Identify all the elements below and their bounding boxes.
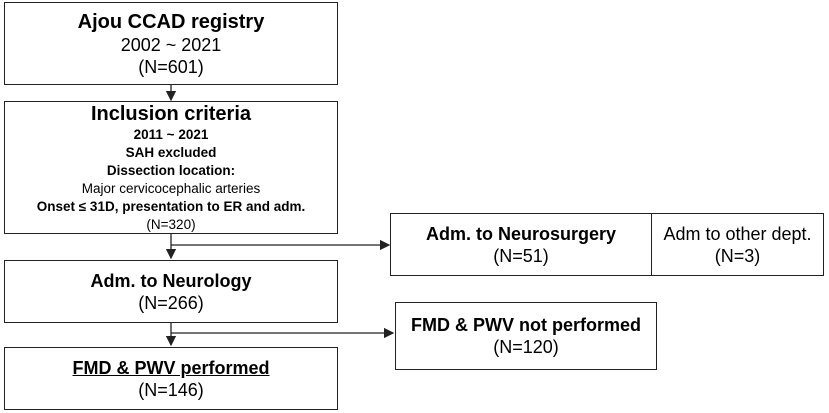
not-performed-count: (N=120) (493, 337, 559, 357)
not-performed-box: FMD & PWV not performed (N=120) (395, 302, 657, 370)
performed-count: (N=146) (138, 379, 204, 400)
inclusion-onset: Onset ≤ 31D, presentation to ER and adm. (36, 198, 306, 214)
inclusion-location-value: Major cervicocephalic arteries (81, 180, 261, 196)
inclusion-location-label: Dissection location: (106, 162, 236, 178)
neurology-title: Adm. to Neurology (90, 270, 252, 291)
registry-years: 2002 ~ 2021 (120, 34, 222, 55)
other-dept-count: (N=3) (714, 245, 761, 266)
inclusion-count: (N=320) (146, 216, 196, 232)
other-dept-title: Adm to other dept. (663, 223, 812, 244)
neurosurgery-title: Adm. to Neurosurgery (425, 223, 617, 244)
inclusion-box: Inclusion criteria 2011 ~ 2021 SAH exclu… (4, 101, 338, 234)
neurology-count: (N=266) (138, 292, 204, 313)
performed-title: FMD & PWV performed (72, 357, 270, 378)
neurosurgery-box: Adm. to Neurosurgery (N=51) (390, 213, 652, 276)
inclusion-years: 2011 ~ 2021 (133, 126, 209, 142)
not-performed-title: FMD & PWV not performed (411, 315, 641, 335)
performed-box: FMD & PWV performed (N=146) (4, 347, 338, 410)
registry-title: Ajou CCAD registry (77, 10, 265, 33)
registry-box: Ajou CCAD registry 2002 ~ 2021 (N=601) (4, 2, 338, 85)
other-dept-box: Adm to other dept. (N=3) (651, 213, 824, 276)
neurology-box: Adm. to Neurology (N=266) (4, 260, 338, 323)
inclusion-title: Inclusion criteria (90, 102, 252, 125)
registry-count: (N=601) (138, 56, 204, 77)
inclusion-sah: SAH excluded (125, 144, 217, 160)
neurosurgery-count: (N=51) (493, 245, 549, 266)
